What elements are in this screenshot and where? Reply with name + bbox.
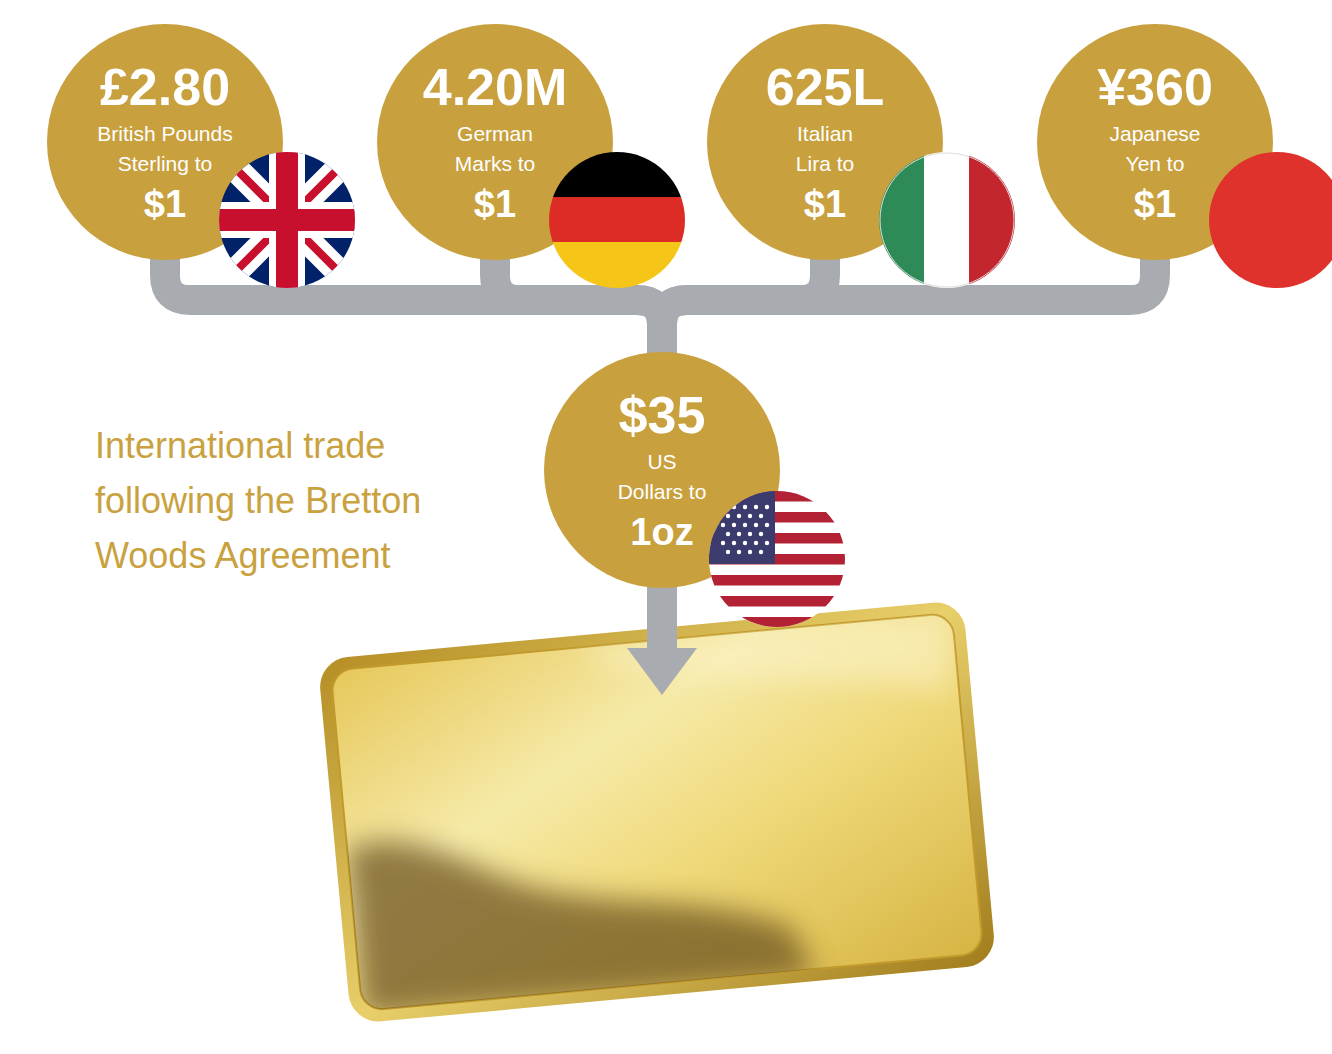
text-group: $35 US Dollars to 1oz [544, 352, 780, 588]
rate-value: £2.80 [100, 61, 230, 113]
text-group: £2.80British Pounds Sterling to $1 [47, 24, 283, 260]
rate-circle: ¥360Japanese Yen to $1 [1037, 24, 1273, 260]
german-flag [549, 152, 685, 288]
japanese-flag [1209, 152, 1332, 288]
rate-circle: £2.80British Pounds Sterling to $1 [47, 24, 283, 260]
rate-description: Japanese Yen to [1100, 119, 1210, 180]
italian-flag [879, 152, 1015, 288]
text-group: 4.20M German Marks to $1 [377, 24, 613, 260]
rate-description: German Marks to [445, 119, 545, 180]
rate-unit: $1 [474, 185, 516, 223]
text-group: ¥360Japanese Yen to $1 [1037, 24, 1273, 260]
rate-value: 625L [766, 61, 885, 113]
rate-value: ¥360 [1097, 61, 1213, 113]
rate-description: US Dollars to [612, 447, 712, 508]
rate-value: 4.20M [423, 61, 568, 113]
rate-description: British Pounds Sterling to [80, 119, 250, 180]
rate-unit: $1 [144, 185, 186, 223]
rate-circle: $35 US Dollars to 1oz [544, 352, 780, 588]
us-flag [709, 491, 845, 627]
rate-unit: 1oz [630, 513, 693, 551]
uk-flag [219, 152, 355, 288]
rate-description: Italian Lira to [780, 119, 870, 180]
rate-unit: $1 [804, 185, 846, 223]
diagram-title: International trade following the Bretto… [95, 418, 495, 583]
rate-circle: 625L Italian Lira to $1 [707, 24, 943, 260]
rate-value: $35 [619, 389, 706, 441]
text-group: 625L Italian Lira to $1 [707, 24, 943, 260]
rate-circle: 4.20M German Marks to $1 [377, 24, 613, 260]
rate-unit: $1 [1134, 185, 1176, 223]
